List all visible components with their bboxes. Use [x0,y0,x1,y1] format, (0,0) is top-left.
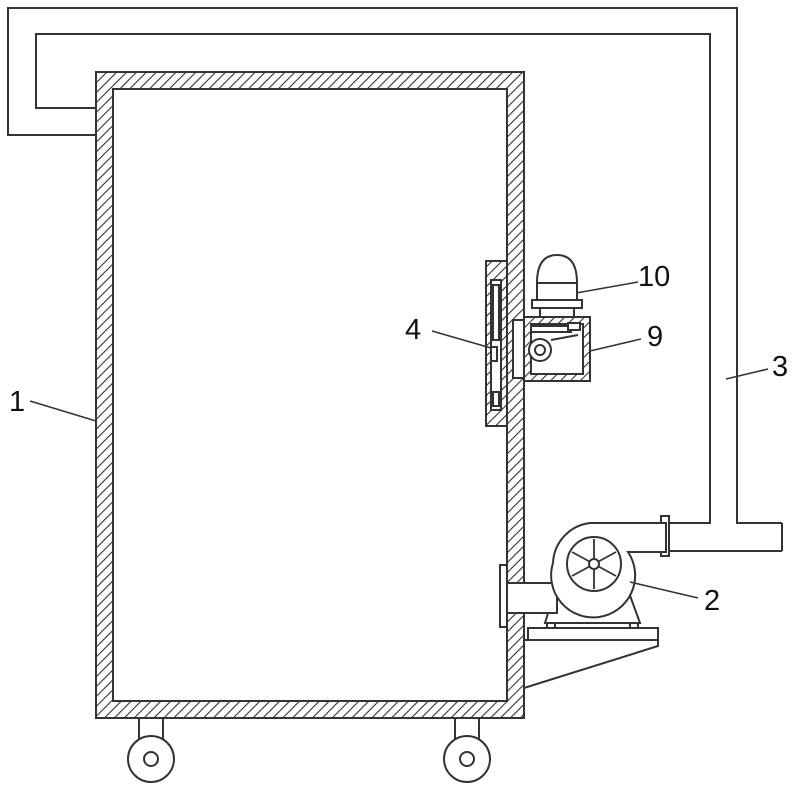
cabinet [96,72,524,718]
callout-1: 1 [9,388,25,417]
drive-box [513,317,590,381]
gauge-assembly [486,261,507,426]
callout-10: 10 [638,263,670,292]
callout-4: 4 [405,316,421,345]
wheel-left [128,718,174,782]
callout-9: 9 [647,323,663,352]
callout-2: 2 [704,587,720,616]
callout-3: 3 [772,353,788,382]
wheel-right [444,718,490,782]
alarm-lamp [532,255,582,317]
